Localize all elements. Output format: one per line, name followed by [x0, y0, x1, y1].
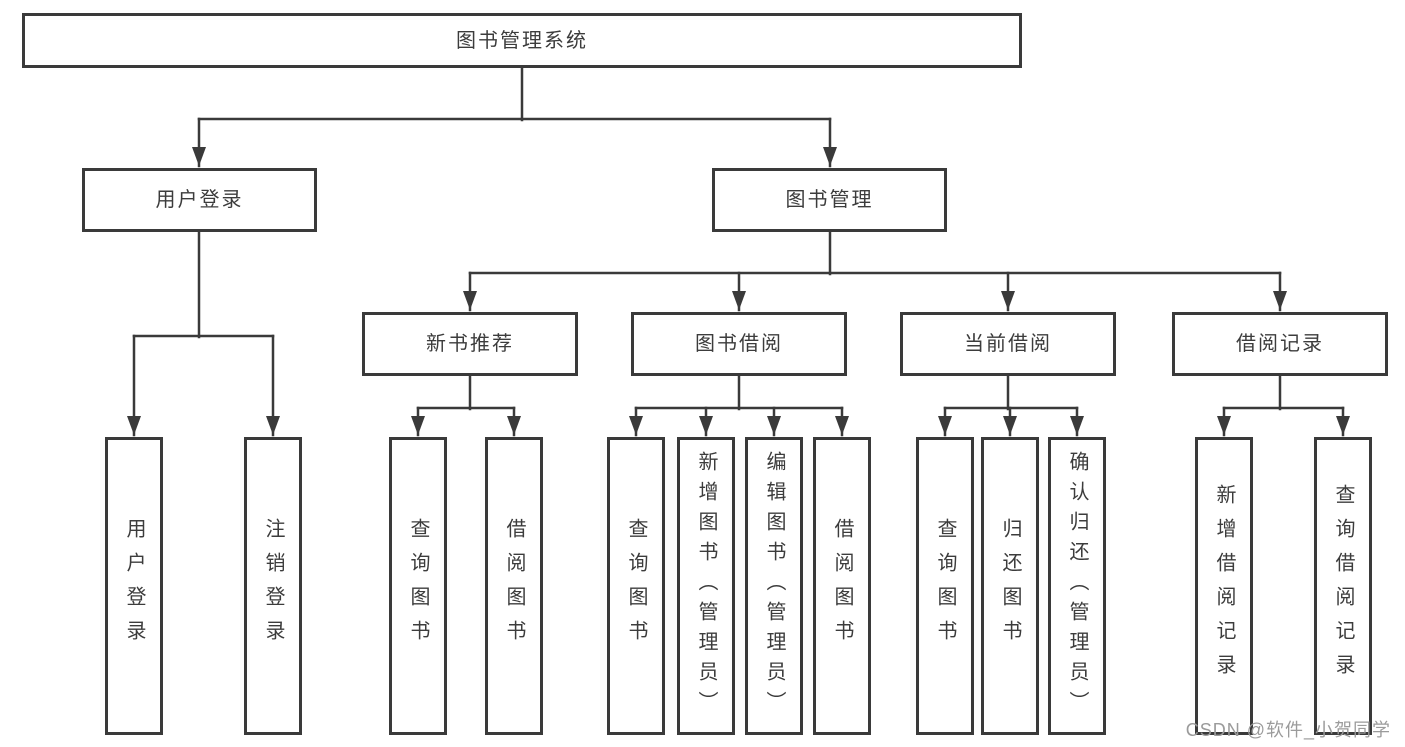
node-current-borrow: 当前借阅 [900, 312, 1116, 376]
node-leaf-edit-book-admin-label: 编辑图书（管理员） [763, 451, 785, 721]
node-leaf-query-book-borrow: 查询图书 [607, 437, 665, 735]
node-borrow-records-label: 借阅记录 [1236, 333, 1324, 355]
node-leaf-return-book-label: 归还图书 [999, 518, 1021, 654]
node-leaf-query-book-current-label: 查询图书 [934, 518, 956, 654]
node-leaf-query-book-current: 查询图书 [916, 437, 974, 735]
node-leaf-query-book-recommend: 查询图书 [389, 437, 447, 735]
node-leaf-add-borrow-record: 新增借阅记录 [1195, 437, 1253, 735]
node-leaf-query-book-borrow-label: 查询图书 [625, 518, 647, 654]
csdn-watermark: CSDN @软件_小贺同学 [1185, 720, 1391, 740]
node-leaf-add-borrow-record-label: 新增借阅记录 [1213, 484, 1235, 688]
node-leaf-confirm-return-admin: 确认归还（管理员） [1048, 437, 1106, 735]
node-user-login-label: 用户登录 [155, 189, 244, 211]
node-leaf-user-login: 用户登录 [105, 437, 163, 735]
node-leaf-logout-label: 注销登录 [262, 518, 284, 654]
node-leaf-query-borrow-record-label: 查询借阅记录 [1332, 484, 1354, 688]
node-leaf-add-book-admin: 新增图书（管理员） [677, 437, 735, 735]
edge-arrows [127, 117, 1350, 437]
node-book-management: 图书管理 [712, 168, 947, 232]
node-book-management-label: 图书管理 [785, 189, 874, 211]
node-new-book-recommend: 新书推荐 [362, 312, 578, 376]
node-book-borrow-label: 图书借阅 [695, 333, 783, 355]
node-new-book-recommend-label: 新书推荐 [426, 333, 514, 355]
node-leaf-query-borrow-record: 查询借阅记录 [1314, 437, 1372, 735]
node-leaf-add-book-admin-label: 新增图书（管理员） [695, 451, 717, 721]
node-root-label: 图书管理系统 [456, 29, 588, 52]
node-leaf-return-book: 归还图书 [981, 437, 1039, 735]
node-leaf-query-book-recommend-label: 查询图书 [407, 518, 429, 654]
node-user-login: 用户登录 [82, 168, 317, 232]
node-leaf-logout: 注销登录 [244, 437, 302, 735]
node-root: 图书管理系统 [22, 13, 1022, 68]
node-leaf-user-login-label: 用户登录 [123, 518, 145, 654]
node-leaf-borrow-book-label: 借阅图书 [831, 518, 853, 654]
node-leaf-borrow-book: 借阅图书 [813, 437, 871, 735]
node-leaf-borrow-book-recommend: 借阅图书 [485, 437, 543, 735]
node-leaf-edit-book-admin: 编辑图书（管理员） [745, 437, 803, 735]
node-borrow-records: 借阅记录 [1172, 312, 1388, 376]
node-leaf-borrow-book-recommend-label: 借阅图书 [503, 518, 525, 654]
node-leaf-confirm-return-admin-label: 确认归还（管理员） [1066, 451, 1088, 721]
node-current-borrow-label: 当前借阅 [964, 333, 1052, 355]
node-book-borrow: 图书借阅 [631, 312, 847, 376]
